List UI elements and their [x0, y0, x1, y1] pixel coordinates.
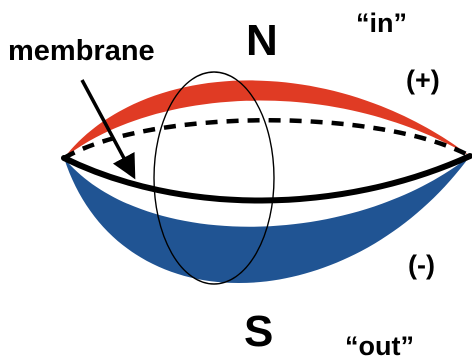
inside-label: “in”: [356, 8, 407, 38]
south-blue-band: [64, 156, 470, 284]
north-red-band: [64, 80, 470, 158]
membrane-pointer-arrow: [80, 79, 136, 180]
dashed-arc: [62, 118, 472, 160]
membrane-loop-circle: [153, 71, 275, 285]
north-pole-label: N: [246, 16, 278, 65]
outside-label: “out”: [345, 331, 414, 361]
positive-label: (+): [406, 65, 440, 95]
south-pole-label: S: [244, 307, 274, 356]
membrane-label: membrane: [8, 35, 155, 67]
negative-label: (-): [408, 250, 435, 280]
